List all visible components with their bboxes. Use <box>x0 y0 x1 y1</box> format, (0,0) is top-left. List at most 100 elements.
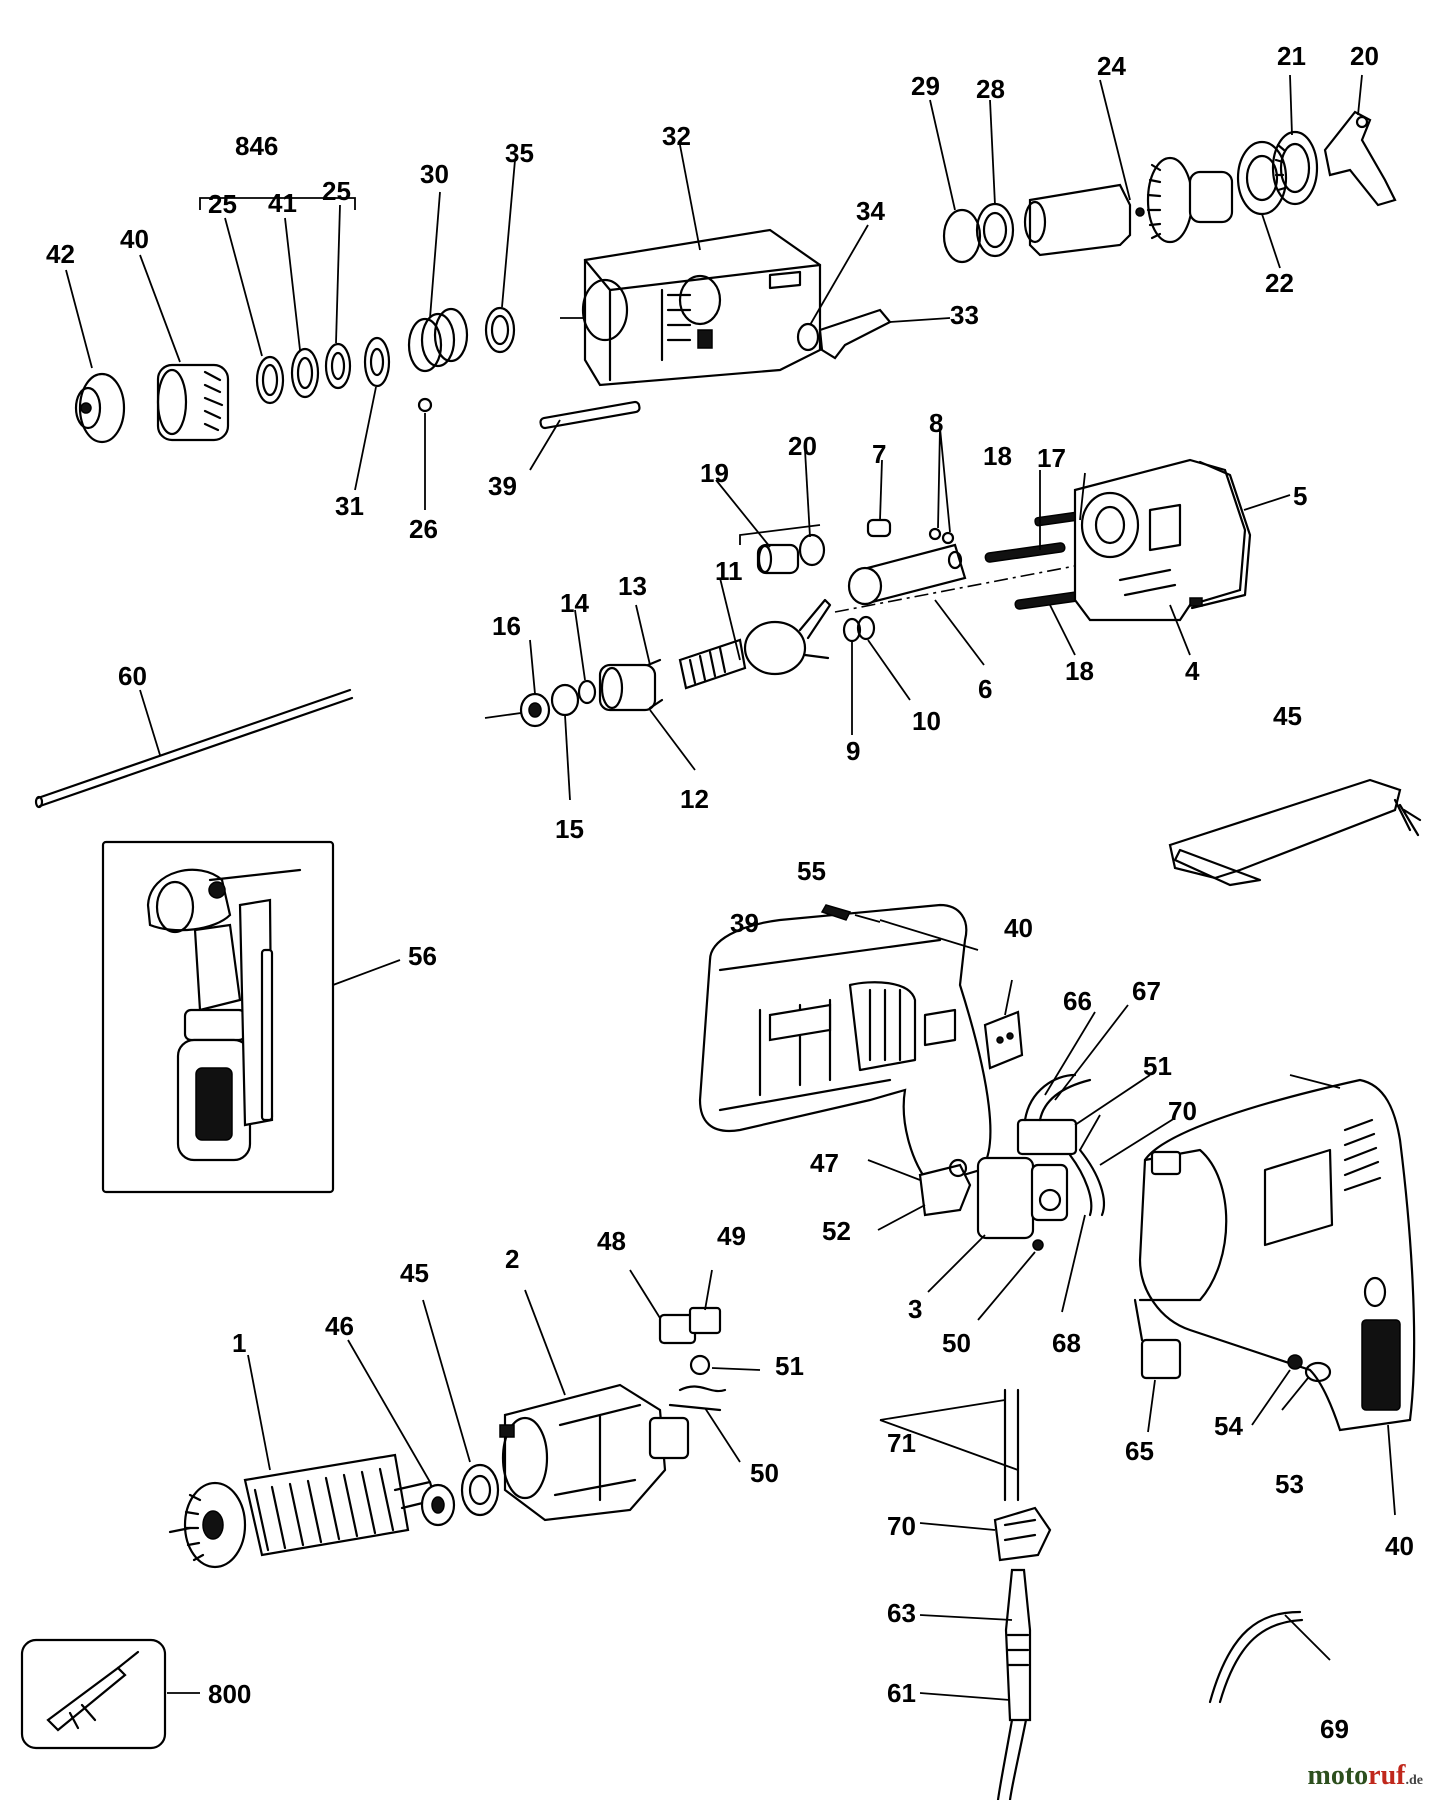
callout-50: 50 <box>942 1328 971 1358</box>
callout-37: 41 <box>268 188 297 218</box>
callout-62: 63 <box>887 1598 916 1628</box>
part-36-collar <box>156 363 230 442</box>
callout-18-top: 18 <box>983 441 1012 471</box>
callout-69: 70 <box>1168 1096 1197 1126</box>
part-60-rod <box>34 688 354 809</box>
part-41-plate <box>983 1010 1024 1070</box>
part-63-brush <box>1133 1298 1182 1380</box>
watermark-tld: .de <box>1405 1773 1424 1788</box>
callout-63: 65 <box>1125 1436 1154 1466</box>
callout-6: 6 <box>978 674 992 704</box>
part-29-ring <box>942 208 982 264</box>
part-40-handle-right <box>1138 1074 1416 1432</box>
callout-846: 846 <box>235 131 278 161</box>
callout-44: 46 <box>325 1311 354 1341</box>
callout-14: 14 <box>560 588 589 618</box>
callout-3: 3 <box>908 1294 922 1324</box>
part-5-4-gearbox-cover <box>1073 458 1252 622</box>
part-15-washer <box>550 683 580 717</box>
part-45-52-trigger <box>918 1158 972 1217</box>
callout-30: 30 <box>420 159 449 189</box>
part-68-cable-sleeve <box>1208 1610 1304 1704</box>
part-28-ring <box>975 202 1015 258</box>
callout-47: 49 <box>717 1221 746 1251</box>
callout-26: 26 <box>409 514 438 544</box>
callout-40-right: 40 <box>1385 1531 1414 1561</box>
part-26-ball <box>417 397 433 413</box>
part-53-54-screw <box>1287 1354 1332 1383</box>
callout-23: 22 <box>1265 268 1294 298</box>
part-32-gear-housing <box>560 228 822 387</box>
callout-48: 50 <box>750 1458 779 1488</box>
callout-16: 16 <box>492 611 521 641</box>
part-6-piston-tube <box>834 543 1081 613</box>
callout-55: 55 <box>797 856 826 886</box>
part-31-ring <box>363 336 391 388</box>
callout-8: 8 <box>929 408 943 438</box>
part-44-bearing <box>420 1483 456 1527</box>
callout-22: 21 <box>1277 41 1306 71</box>
callout-68: 69 <box>1320 1714 1349 1744</box>
callout-12: 12 <box>680 784 709 814</box>
part-17-pin <box>1034 511 1081 527</box>
callout-66: 67 <box>1132 976 1161 1006</box>
callout-42: 45 <box>1273 701 1302 731</box>
part-43-baffle <box>460 1463 500 1517</box>
callout-32: 32 <box>662 121 691 151</box>
callout-11: 11 <box>715 556 743 586</box>
part-55-screw <box>820 904 881 923</box>
part-35-ring <box>484 306 516 354</box>
callout-65: 66 <box>1063 986 1092 1016</box>
callout-21: 20 <box>1350 41 1379 71</box>
part-1-armature <box>168 1453 437 1569</box>
callout-39: 39 <box>488 471 517 501</box>
callout-61: 61 <box>887 1678 916 1708</box>
part-39-pin <box>539 400 641 430</box>
part-14-ring <box>577 679 597 705</box>
part-51-65-66-69-67-leads <box>1016 1073 1106 1217</box>
part-62-61-cord-guard <box>996 1568 1032 1800</box>
part-800-tool-box <box>20 1638 167 1750</box>
callout-33: 33 <box>950 300 979 330</box>
part-9-10-washers <box>842 615 876 643</box>
callout-25-right: 25 <box>322 176 351 206</box>
callout-40-top: 39 <box>730 908 759 938</box>
watermark-logo: motoruf.de <box>1308 1760 1423 1792</box>
callout-28: 28 <box>976 74 1005 104</box>
part-71-cord <box>1003 1388 1020 1502</box>
callout-34: 34 <box>856 196 885 226</box>
callout-71: 71 <box>887 1428 916 1458</box>
part-42-plate <box>1168 778 1422 887</box>
part-7-pin <box>866 518 892 538</box>
callout-10: 10 <box>912 706 941 736</box>
callout-46: 48 <box>597 1226 626 1256</box>
callout-800: 800 <box>208 1679 251 1709</box>
callout-19: 19 <box>700 458 729 488</box>
part-11-intermediate-shaft <box>678 598 832 690</box>
part-30-spring <box>407 307 469 373</box>
callout-56: 56 <box>408 941 437 971</box>
callout-53: 53 <box>1275 1469 1304 1499</box>
callout-2: 2 <box>505 1244 519 1274</box>
part-33-lever <box>818 308 892 360</box>
part-70-clamp <box>993 1506 1052 1562</box>
callout-67: 68 <box>1052 1328 1081 1358</box>
part-34-washer <box>796 322 820 352</box>
callout-25-left: 25 <box>208 189 237 219</box>
callout-7: 7 <box>872 439 886 469</box>
callout-45: 47 <box>810 1148 839 1178</box>
callout-41: 40 <box>1004 913 1033 943</box>
callout-labels: 42 40 846 25 41 25 30 35 31 26 39 32 34 … <box>46 41 1414 1744</box>
part-48-49-spring <box>668 1354 727 1412</box>
part-3-switch <box>976 1156 1069 1251</box>
leader-lines <box>65 74 1396 1701</box>
part-40-handle-left <box>698 903 992 1187</box>
part-21-fork <box>1323 110 1397 207</box>
callout-15: 15 <box>555 814 584 844</box>
watermark-brand-a: moto <box>1307 1760 1369 1791</box>
callout-5: 5 <box>1293 481 1307 511</box>
part-23-washer <box>1236 140 1288 216</box>
callout-43: 45 <box>400 1258 429 1288</box>
callout-35: 35 <box>505 138 534 168</box>
callout-17: 17 <box>1037 443 1066 473</box>
